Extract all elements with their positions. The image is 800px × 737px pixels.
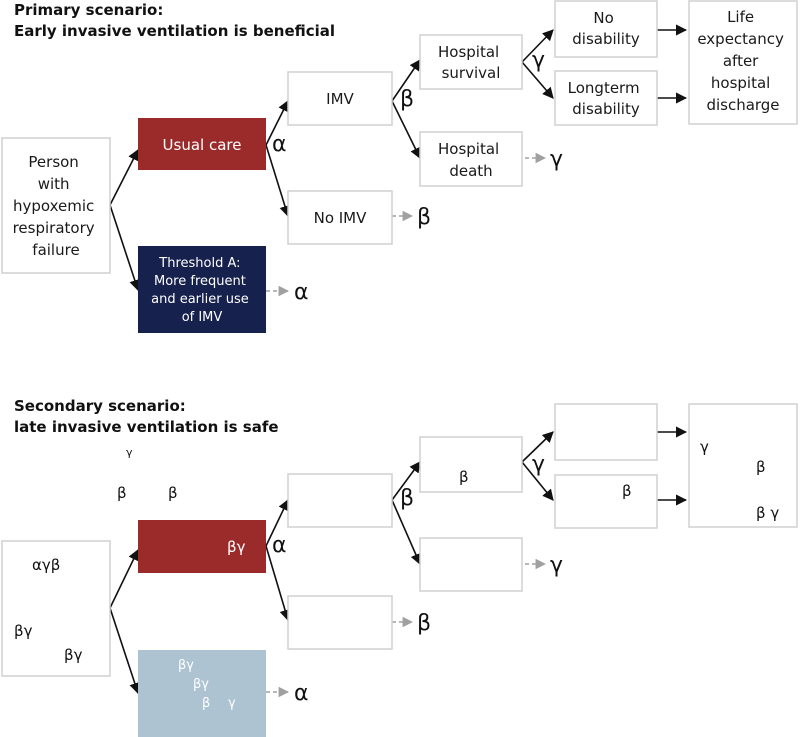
secondary-heading-line1: Secondary scenario:: [14, 397, 186, 415]
primary-heading-line2: Early invasive ventilation is beneficial: [14, 22, 335, 40]
no-imv-node-2: [287, 595, 393, 650]
no-imv-label: No IMV: [314, 209, 368, 227]
edge-imv-survival: [391, 59, 421, 102]
usual-care-node: [138, 118, 266, 170]
edge-survival-no-disability: [521, 29, 554, 63]
hospital-survival-label: Hospital survival: [438, 43, 504, 82]
life-expectancy-node-2-symbol-2: β: [756, 458, 766, 476]
primary-scenario: Primary scenario: Early invasive ventila…: [1, 0, 798, 333]
hospital-death-node-2: [419, 537, 523, 592]
threshold-node: [138, 246, 266, 333]
hospital-death-label: Hospital death: [438, 140, 504, 180]
edge-imv-survival-2: [391, 461, 421, 501]
life-expectancy-node: [688, 0, 798, 125]
secondary-heading-line2: late invasive ventilation is safe: [14, 418, 279, 436]
secondary-alpha-threshold: α: [294, 681, 309, 706]
primary-alpha-threshold: α: [294, 280, 309, 305]
person-node-2-symbols-top: αγβ: [32, 556, 60, 574]
life-expectancy-label: Life expectancy after hospital discharge: [697, 8, 788, 114]
life-expectancy-node-2-symbol-1: γ: [700, 438, 709, 456]
secondary-scenario: Secondary scenario: late invasive ventil…: [1, 397, 798, 737]
life-expectancy-node-2: [688, 403, 798, 528]
primary-alpha-usual-care: α: [272, 132, 287, 157]
threshold-node-2-symbols-3: β: [202, 696, 210, 711]
edge-usual-care-no-imv: [265, 144, 291, 218]
secondary-gamma-death: γ: [550, 553, 563, 578]
primary-gamma-survival: γ: [532, 48, 545, 73]
usual-care-label: Usual care: [163, 136, 242, 154]
imv-label: IMV: [326, 90, 354, 108]
primary-gamma-death: γ: [550, 147, 563, 172]
threshold-node-2-symbols-2: βγ: [193, 677, 209, 692]
no-disability-label: No disability: [572, 9, 640, 48]
no-imv-node: [287, 190, 393, 245]
secondary-beta-imv: β: [400, 486, 414, 511]
edge-person-threshold-2: [109, 607, 141, 695]
edge-usual-care-no-imv-2: [265, 545, 291, 622]
usual-care-node-2: [138, 520, 266, 573]
hospital-death-node: [419, 131, 523, 187]
threshold-node-2: [138, 650, 266, 737]
edge-person-threshold: [109, 204, 141, 292]
longterm-disability-node: [554, 70, 658, 126]
edge-usual-care-imv-2: [265, 498, 289, 547]
hospital-survival-node-2-symbol: β: [459, 468, 469, 486]
longterm-disability-node-2: [554, 474, 658, 529]
edge-usual-care-imv: [265, 99, 289, 146]
person-node-label: Person with hypoxemic respiratory failur…: [13, 153, 100, 259]
primary-heading-line1: Primary scenario:: [14, 1, 163, 19]
edge-survival-longterm: [521, 61, 554, 99]
secondary-stray-beta-mid: β: [168, 484, 178, 502]
longterm-disability-label: Longterm disability: [568, 79, 645, 118]
longterm-disability-node-2-symbol: β: [622, 482, 632, 500]
no-disability-node-2: [554, 403, 658, 461]
secondary-beta-no-imv: β: [417, 611, 431, 636]
hospital-survival-node: [419, 34, 523, 90]
person-node: [1, 137, 111, 274]
edge-survival-no-disability-2: [521, 431, 554, 463]
threshold-label: Threshold A: More frequent and earlier u…: [151, 256, 253, 325]
usual-care-node-2-symbols: βγ: [227, 538, 246, 556]
secondary-stray-gamma: γ: [126, 446, 133, 459]
secondary-alpha-usual-care: α: [272, 533, 287, 558]
no-disability-node: [554, 0, 658, 58]
edge-person-usual-care: [109, 149, 139, 206]
person-node-2-symbols-left: βγ: [14, 622, 33, 640]
primary-beta-no-imv: β: [417, 205, 431, 230]
primary-beta-imv: β: [400, 87, 414, 112]
edge-survival-longterm-2: [521, 461, 554, 501]
imv-node: [287, 71, 393, 126]
hospital-survival-node-2: [419, 436, 523, 493]
edge-imv-death-2: [391, 499, 422, 566]
person-node-2: [1, 540, 111, 677]
secondary-stray-beta-left: β: [117, 484, 127, 502]
life-expectancy-node-2-symbol-3: β γ: [756, 504, 779, 522]
threshold-node-2-symbols-4: γ: [228, 696, 236, 711]
edge-person-usual-care-2: [109, 548, 139, 609]
person-node-2-symbols-right: βγ: [64, 646, 83, 664]
secondary-gamma-survival: γ: [532, 452, 545, 477]
imv-node-2: [287, 473, 393, 528]
threshold-node-2-symbols-1: βγ: [178, 658, 194, 673]
edge-imv-death: [391, 100, 421, 160]
